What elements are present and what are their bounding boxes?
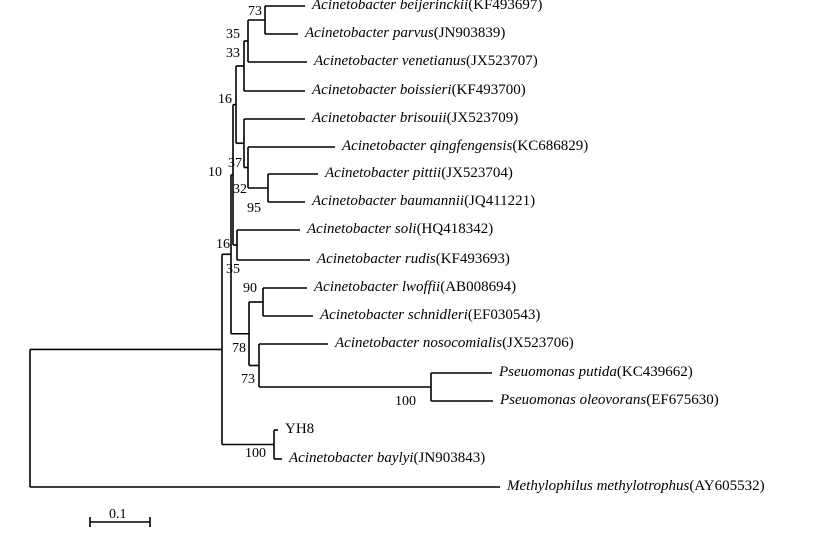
accession: (JX523709) bbox=[446, 109, 519, 126]
leaf-label: Acinetobacter brisouii(JX523709) bbox=[312, 109, 519, 126]
accession: (KF493693) bbox=[435, 250, 510, 267]
bootstrap-value: 35 bbox=[226, 262, 240, 277]
bootstrap-value: 16 bbox=[218, 92, 232, 107]
leaf-label: Acinetobacter baumannii(JQ411221) bbox=[312, 192, 536, 209]
species-name: Acinetobacter rudis bbox=[317, 250, 436, 267]
accession: YH8 bbox=[285, 420, 315, 437]
accession: (JX523706) bbox=[502, 334, 574, 351]
leaf-label: Pseuomonas oleovorans(EF675630) bbox=[500, 391, 719, 408]
accession: (JN903839) bbox=[433, 24, 506, 41]
leaf-label: Acinetobacter nosocomialis(JX523706) bbox=[335, 334, 574, 351]
species-name: Acinetobacter soli bbox=[307, 220, 417, 237]
bootstrap-value: 32 bbox=[233, 182, 247, 197]
leaf-label: Acinetobacter boissieri(KF493700) bbox=[312, 81, 526, 98]
bootstrap-value: 95 bbox=[247, 201, 261, 216]
leaf-label: Pseuomonas putida(KC439662) bbox=[499, 363, 693, 380]
bootstrap-value: 16 bbox=[216, 237, 230, 252]
species-name: Acinetobacter lwoffii bbox=[314, 278, 441, 295]
leaf-label: Acinetobacter lwoffii(AB008694) bbox=[314, 278, 517, 295]
accession: (KF493700) bbox=[451, 81, 526, 98]
bootstrap-value: 33 bbox=[226, 46, 240, 61]
species-name: Acinetobacter schnidleri bbox=[320, 306, 468, 323]
accession: (KC686829) bbox=[512, 137, 589, 154]
bootstrap-value: 100 bbox=[245, 446, 266, 461]
species-name: Acinetobacter venetianus bbox=[314, 52, 467, 69]
species-name: Acinetobacter pittii bbox=[325, 164, 442, 181]
bootstrap-value: 35 bbox=[226, 27, 240, 42]
accession: (KC439662) bbox=[616, 363, 693, 380]
accession: (EF030543) bbox=[467, 306, 541, 323]
leaf-label: Acinetobacter pittii(JX523704) bbox=[325, 164, 513, 181]
species-name: Acinetobacter brisouii bbox=[312, 109, 447, 126]
scale-bar-label: 0.1 bbox=[109, 507, 127, 522]
bootstrap-value: 73 bbox=[241, 372, 255, 387]
bootstrap-value: 78 bbox=[232, 341, 246, 356]
accession: (JX523707) bbox=[466, 52, 538, 69]
species-name: Pseuomonas oleovorans bbox=[500, 391, 647, 408]
accession: (AB008694) bbox=[440, 278, 517, 295]
accession: (JX523704) bbox=[441, 164, 513, 181]
leaf-label: Acinetobacter qingfengensis(KC686829) bbox=[342, 137, 589, 154]
accession: (KF493697) bbox=[468, 0, 543, 13]
leaf-label: Acinetobacter venetianus(JX523707) bbox=[314, 52, 538, 69]
species-name: Acinetobacter qingfengensis bbox=[342, 137, 513, 154]
bootstrap-value: 37 bbox=[228, 156, 242, 171]
accession: (JQ411221) bbox=[464, 192, 536, 209]
leaf-label: Acinetobacter soli(HQ418342) bbox=[307, 220, 494, 237]
bootstrap-value: 100 bbox=[395, 394, 416, 409]
species-name: Acinetobacter baumannii bbox=[312, 192, 465, 209]
leaf-label: Acinetobacter parvus(JN903839) bbox=[305, 24, 506, 41]
bootstrap-value: 10 bbox=[208, 165, 222, 180]
species-name: Acinetobacter parvus bbox=[305, 24, 434, 41]
leaf-label: YH8 bbox=[285, 420, 315, 437]
leaf-label: Acinetobacter beijerinckii(KF493697) bbox=[312, 0, 542, 13]
species-name: Pseuomonas putida bbox=[499, 363, 617, 380]
species-name: Acinetobacter baylyi bbox=[289, 449, 414, 466]
species-name: Acinetobacter nosocomialis bbox=[335, 334, 503, 351]
leaf-label: Acinetobacter rudis(KF493693) bbox=[317, 250, 510, 267]
accession: (JN903843) bbox=[413, 449, 486, 466]
accession: (EF675630) bbox=[646, 391, 719, 408]
accession: (HQ418342) bbox=[416, 220, 494, 237]
leaf-label: Methylophilus methylotrophus(AY605532) bbox=[507, 477, 765, 494]
leaf-label: Acinetobacter schnidleri(EF030543) bbox=[320, 306, 541, 323]
bootstrap-value: 73 bbox=[248, 4, 262, 19]
species-name: Methylophilus methylotrophus bbox=[507, 477, 690, 494]
leaf-label: Acinetobacter baylyi(JN903843) bbox=[289, 449, 486, 466]
accession: (AY605532) bbox=[689, 477, 765, 494]
species-name: Acinetobacter beijerinckii bbox=[312, 0, 469, 13]
species-name: Acinetobacter boissieri bbox=[312, 81, 452, 98]
bootstrap-value: 90 bbox=[243, 281, 257, 296]
